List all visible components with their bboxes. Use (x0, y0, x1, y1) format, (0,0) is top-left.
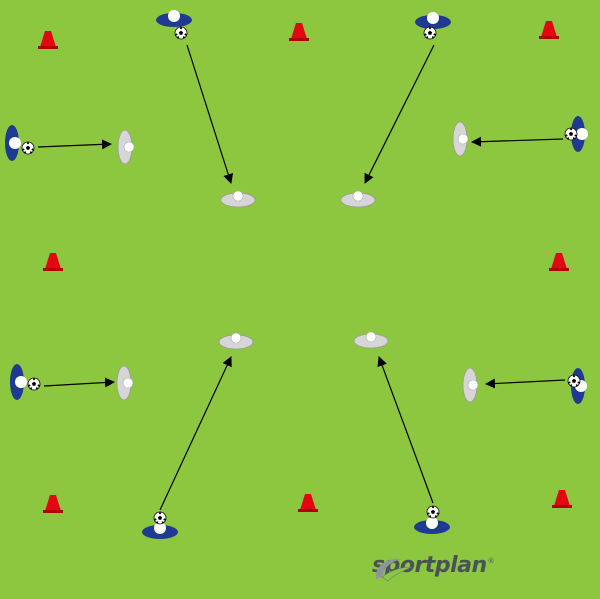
arrow-icon (485, 378, 566, 389)
ball-icon (21, 141, 35, 155)
cone-icon (552, 490, 572, 508)
player-icon (10, 364, 27, 400)
target-marker-icon (462, 367, 479, 403)
cone-icon (43, 495, 63, 513)
target-marker-icon (117, 129, 135, 165)
player-icon (5, 125, 21, 161)
target-marker-icon (220, 190, 256, 208)
player-icon (571, 116, 588, 152)
logo-swoosh-icon (375, 558, 413, 582)
ball-icon (564, 127, 578, 141)
player-icon (414, 517, 450, 534)
ball-icon (423, 26, 437, 40)
arrow-icon (186, 44, 234, 184)
cone-icon (43, 253, 63, 271)
ball-icon (153, 511, 167, 525)
cone-icon (539, 21, 559, 39)
target-marker-icon (116, 365, 134, 401)
logo-registered-mark: ® (487, 557, 495, 565)
arrow-icon (159, 356, 232, 511)
cone-icon (38, 31, 58, 49)
sportplan-logo: sportplan ® (372, 553, 495, 582)
cone-icon (549, 253, 569, 271)
arrow-icon (471, 136, 564, 147)
ball-icon (174, 26, 188, 40)
cone-icon (298, 494, 318, 512)
arrow-icon (377, 356, 434, 504)
cone-icon (289, 23, 309, 41)
target-marker-icon (353, 331, 389, 349)
player-icon (415, 12, 451, 29)
target-marker-icon (218, 332, 254, 350)
target-marker-icon (340, 190, 376, 208)
player-icon (156, 10, 192, 27)
ball-icon (27, 377, 41, 391)
player-icon (142, 522, 178, 539)
ball-icon (426, 505, 440, 519)
target-marker-icon (452, 121, 469, 157)
arrow-icon (43, 377, 115, 388)
ball-icon (567, 374, 581, 388)
arrow-icon (364, 44, 435, 184)
arrow-icon (37, 139, 112, 150)
